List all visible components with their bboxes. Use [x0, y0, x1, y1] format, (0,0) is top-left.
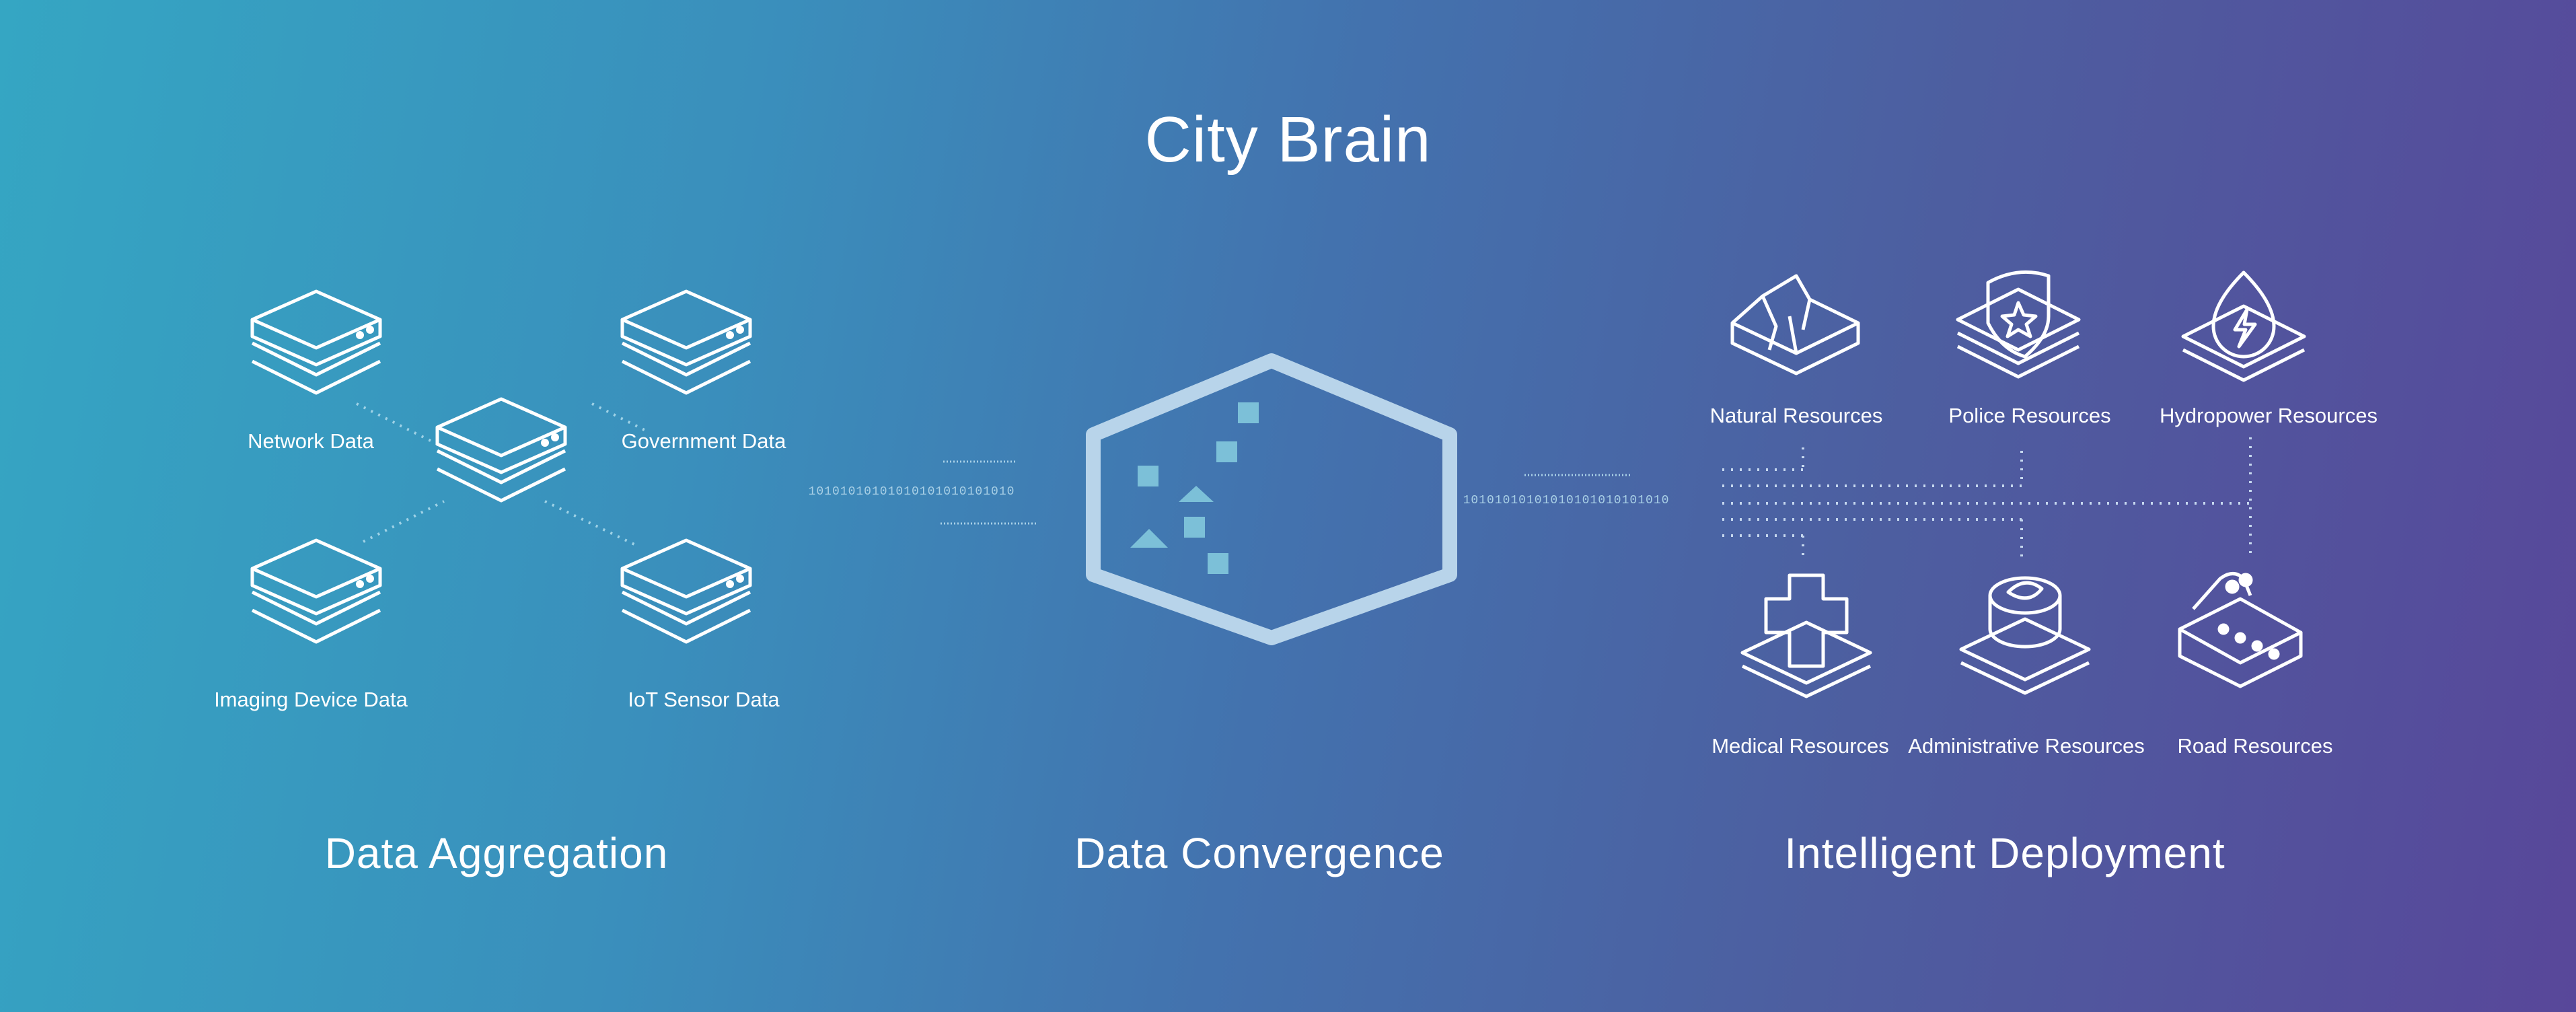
medical-resources-label: Medical Resources [1712, 734, 1889, 758]
imaging-device-data-label: Imaging Device Data [214, 688, 408, 711]
administrative-resources-icon [1959, 576, 2091, 695]
aggregation-connectors [356, 402, 647, 546]
network-data-label: Network Data [248, 429, 374, 453]
page-title: City Brain [1144, 104, 1432, 176]
section-data-convergence: Data Convergence [1074, 829, 1444, 877]
iot-sensor-data-label: IoT Sensor Data [628, 688, 780, 711]
hydropower-resources-icon [2181, 270, 2306, 382]
left-stream-lines [941, 460, 1036, 525]
hydropower-resources-label: Hydropower Resources [2160, 404, 2378, 427]
convergence-hexagon [1086, 353, 1457, 645]
government-data-icon [622, 291, 750, 393]
road-resources-icon [2178, 572, 2303, 688]
administrative-resources-label: Administrative Resources [1908, 734, 2145, 758]
natural-resources-label: Natural Resources [1709, 404, 1883, 427]
deployment-connectors [1722, 437, 2252, 560]
government-data-label: Government Data [621, 429, 786, 453]
binary-stream-left: 10101010101010101010101010 [808, 485, 1015, 499]
medical-resources-icon [1740, 573, 1872, 698]
imaging-data-icon [252, 540, 380, 642]
iot-data-icon [622, 540, 750, 642]
section-data-aggregation: Data Aggregation [324, 829, 669, 877]
section-intelligent-deployment: Intelligent Deployment [1784, 829, 2225, 877]
hub-data-icon [437, 399, 565, 501]
binary-stream-right: 10101010101010101010101010 [1463, 494, 1670, 507]
network-data-icon [252, 291, 380, 393]
police-resources-icon [1956, 270, 2081, 379]
road-resources-label: Road Resources [2177, 734, 2333, 758]
natural-resources-icon [1730, 274, 1860, 375]
police-resources-label: Police Resources [1948, 404, 2111, 427]
